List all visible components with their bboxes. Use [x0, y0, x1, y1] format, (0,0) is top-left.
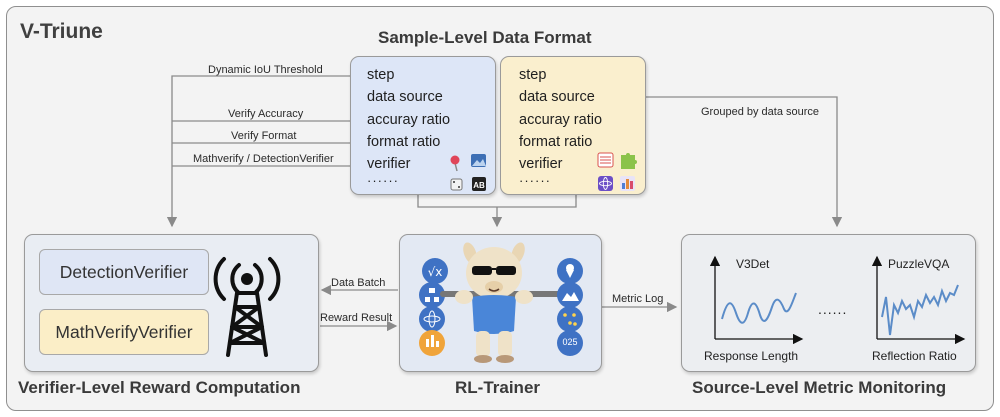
atom-icon [598, 176, 613, 191]
field-accuracy-ratio: accuray ratio [519, 112, 603, 128]
counter-badge-icon [557, 330, 583, 356]
field-verifier: verifier [367, 156, 411, 172]
dots-icon [557, 306, 583, 332]
verifier-panel: DetectionVerifier MathVerifyVerifier [24, 234, 319, 372]
sample-format-title: Sample-Level Data Format [378, 28, 592, 47]
chart-label-v3det: V3Det [736, 257, 770, 271]
counter-badge-text: 025 [562, 337, 578, 347]
atom-icon [419, 306, 445, 332]
pin-icon [450, 155, 460, 172]
mathverify-verifier-box: MathVerifyVerifier [39, 309, 209, 355]
bar-chart-icon [620, 176, 635, 191]
field-step: step [367, 67, 395, 83]
field-format-ratio: format ratio [367, 134, 441, 150]
image-icon [557, 282, 583, 308]
label-grouped: Grouped by data source [701, 106, 820, 118]
label-dynamic-iou: Dynamic IoU Threshold [208, 64, 323, 76]
field-format-ratio: format ratio [519, 134, 593, 150]
label-data-batch: Data Batch [331, 277, 386, 289]
chart-ellipsis: ...... [818, 301, 848, 317]
puzzlevqa-series-line [881, 284, 959, 336]
chart-xlabel-v3det: Response Length [704, 349, 799, 363]
llama-mascot-icon [455, 242, 533, 363]
chart-xlabel-puzzlevqa: Reflection Ratio [872, 349, 957, 363]
location-icon [557, 258, 583, 284]
dice-icon [450, 178, 463, 191]
monitor-panel: V3Det Response Length PuzzleVQA Reflecti… [681, 234, 976, 372]
monitor-section-title: Source-Level Metric Monitoring [692, 378, 947, 397]
field-verifier: verifier [519, 156, 563, 172]
trainer-panel: √x [399, 234, 602, 372]
label-verify-format: Verify Format [231, 130, 297, 142]
label-reward-result: Reward Result [320, 312, 393, 324]
ab-icon: AB [472, 177, 486, 191]
math-icon: √x [422, 258, 448, 284]
puzzle-icon [621, 153, 637, 169]
detection-verifier-box: DetectionVerifier [39, 249, 209, 295]
chart-v3det [709, 255, 804, 345]
sample-card-right: step data source accuray ratio format ra… [500, 56, 646, 195]
label-metric-log: Metric Log [612, 293, 664, 305]
field-accuracy-ratio: accuray ratio [367, 112, 451, 128]
verifier-section-title: Verifier-Level Reward Computation [18, 378, 301, 397]
app-title: V-Triune [20, 20, 103, 43]
field-ellipsis: ······ [367, 173, 399, 188]
image-icon [471, 154, 486, 167]
field-step: step [519, 67, 547, 83]
field-data-source: data source [519, 89, 595, 105]
label-verify-accuracy: Verify Accuracy [228, 108, 304, 120]
field-data-source: data source [367, 89, 443, 105]
field-ellipsis: ······ [519, 173, 551, 188]
table-icon [597, 152, 614, 168]
antenna-tower-icon [213, 257, 281, 357]
svg-text:AB: AB [473, 181, 485, 190]
bar-chart-icon [419, 330, 445, 356]
v3det-series-line [721, 292, 797, 324]
chart-puzzlevqa [871, 255, 966, 345]
trainer-section-title: RL-Trainer [455, 378, 541, 397]
svg-text:√x: √x [428, 265, 443, 279]
label-mathverify: Mathverify / DetectionVerifier [193, 153, 334, 165]
sample-card-left: step data source accuray ratio format ra… [350, 56, 496, 195]
flowchart-icon [419, 282, 445, 308]
chart-label-puzzlevqa: PuzzleVQA [888, 257, 950, 271]
